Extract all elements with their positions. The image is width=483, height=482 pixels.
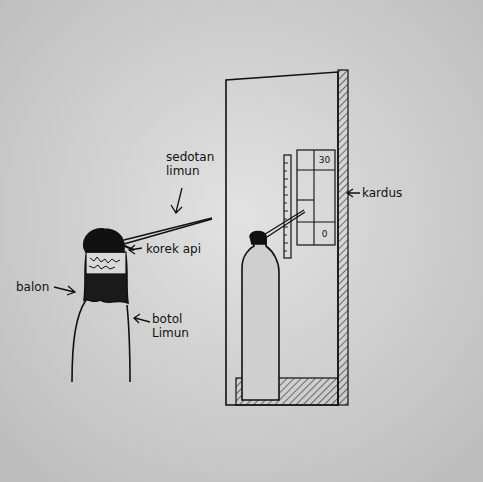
part-label: korek api	[146, 242, 216, 256]
part-label: sedotan limun	[166, 150, 224, 178]
part-label: kardus	[362, 186, 422, 200]
cardboard-box	[226, 70, 348, 405]
scale-value: 30	[315, 155, 334, 165]
part-label: botol Limun	[152, 312, 200, 340]
scale-value: 0	[315, 229, 334, 239]
part-label: balon	[16, 280, 56, 294]
